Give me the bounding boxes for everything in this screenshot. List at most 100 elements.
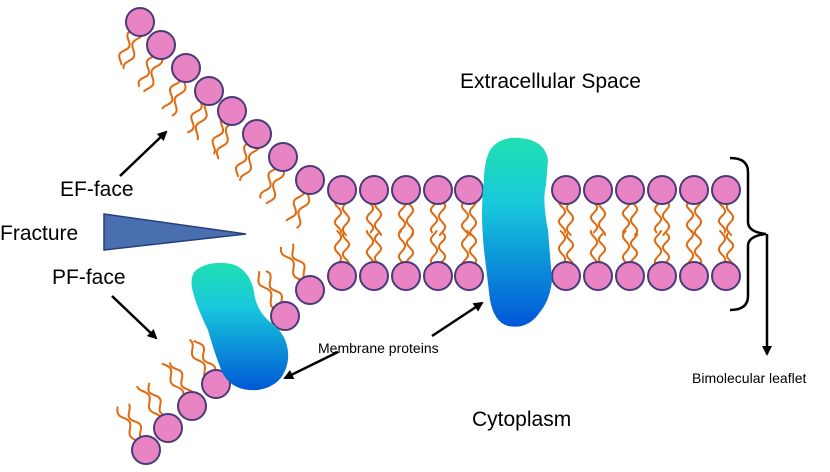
lipid-tail [405,202,415,236]
lipid-head [711,175,741,205]
lipid-tail [557,230,567,264]
lipid-tail [234,142,248,178]
lipid-tail [718,202,727,234]
lipid-tail [725,232,735,264]
lipid-tail [373,232,383,264]
lipid-tail [405,232,415,264]
lipid-tail [685,202,695,234]
lipid-tail [693,202,703,236]
lipid-head [423,261,453,291]
lipid-tail [147,382,166,417]
lipid-tail [122,35,143,70]
lipid-head [295,275,325,305]
lipid-head [359,175,389,205]
lipid-head [194,76,224,106]
lipid-head [423,175,453,205]
lipid-tail [621,230,631,264]
lipid-tail [193,340,217,371]
lipid-tail [265,270,284,305]
lipid-head [679,261,709,291]
lipid-head [295,165,325,195]
lipid-tail [661,232,671,264]
lipid-head [647,261,677,291]
lipid-tail [365,230,375,264]
lipid-tail [333,202,343,234]
lipid-head [359,261,389,291]
lipid-tails [116,30,735,442]
lipid-tail [161,362,185,397]
lipid-head [217,96,247,126]
lipid-head [242,119,272,149]
lipid-tail [143,58,164,93]
lipid-head [270,301,300,331]
lipid-tail [341,202,351,236]
lipid-tail [653,230,663,264]
lipid-tail [557,202,567,234]
lipid-tail [397,230,406,264]
lipid-tail [589,230,599,264]
lipid-tail [630,202,639,236]
lipid-head [454,261,484,291]
lipid-head [125,7,155,37]
cytoplasm-label: Cytoplasm [472,408,572,431]
lipid-tail [621,202,631,234]
lipid-tail [127,403,143,440]
lipid-tail [468,232,478,264]
lipid-head [268,142,298,172]
lipid-tail [136,385,162,418]
lipid-head [615,261,645,291]
pf-face-protein [191,262,289,391]
lipid-head [583,261,613,291]
lipid-head [327,175,357,205]
lipid-head [131,435,161,465]
lipid-tail [429,202,439,234]
lipid-tail [685,230,695,264]
lipid-tail [257,271,274,309]
fracture-wedge [103,213,247,251]
lipid-head [647,175,677,205]
lipid-head [551,261,581,291]
lipid-head [146,30,176,60]
lipid-tail [265,170,285,205]
lipid-tail [333,230,343,264]
lipid-tail [460,230,470,264]
lipid-tail [296,192,311,229]
lipid-tail [373,202,383,236]
lipid-head [391,175,421,205]
lipid-tail [161,78,182,110]
lipid-tail [171,80,187,117]
lipid-tail [437,232,447,264]
lipid-head [391,261,421,291]
lipid-tail [189,339,206,377]
lipid-tail [597,232,607,264]
lipid-head [583,175,613,205]
lipid-head [177,391,207,421]
lipid-tail [693,232,703,264]
lipid-head [171,53,201,83]
lipid-head [153,413,183,443]
lipid-tail [169,362,193,393]
lipid-tail [629,232,639,264]
lipid-tail [589,202,599,234]
pf-face-arrow [111,295,158,340]
lipid-tail [291,243,306,280]
lipid-tail [116,406,138,442]
protein-arrow-pf [283,350,339,380]
lipid-tail [211,119,224,155]
membrane-proteins-label: Membrane proteins [318,340,439,356]
bimolecular-leaflet-label: Bimolecular leaflet [692,370,807,386]
lipid-tail [565,202,575,236]
lipid-tail [194,102,208,141]
lipid-head [711,261,741,291]
lipid-tail [259,167,278,199]
lipid-tail [468,202,478,236]
lipid-tail [597,202,607,236]
lipid-tail [215,123,232,160]
lipid-tail [653,202,663,234]
ef-face-arrow [119,130,168,177]
lipid-head [454,175,484,205]
lipid-tail [725,202,735,236]
lipid-head [679,175,709,205]
fracture-label: Fracture [0,222,79,245]
